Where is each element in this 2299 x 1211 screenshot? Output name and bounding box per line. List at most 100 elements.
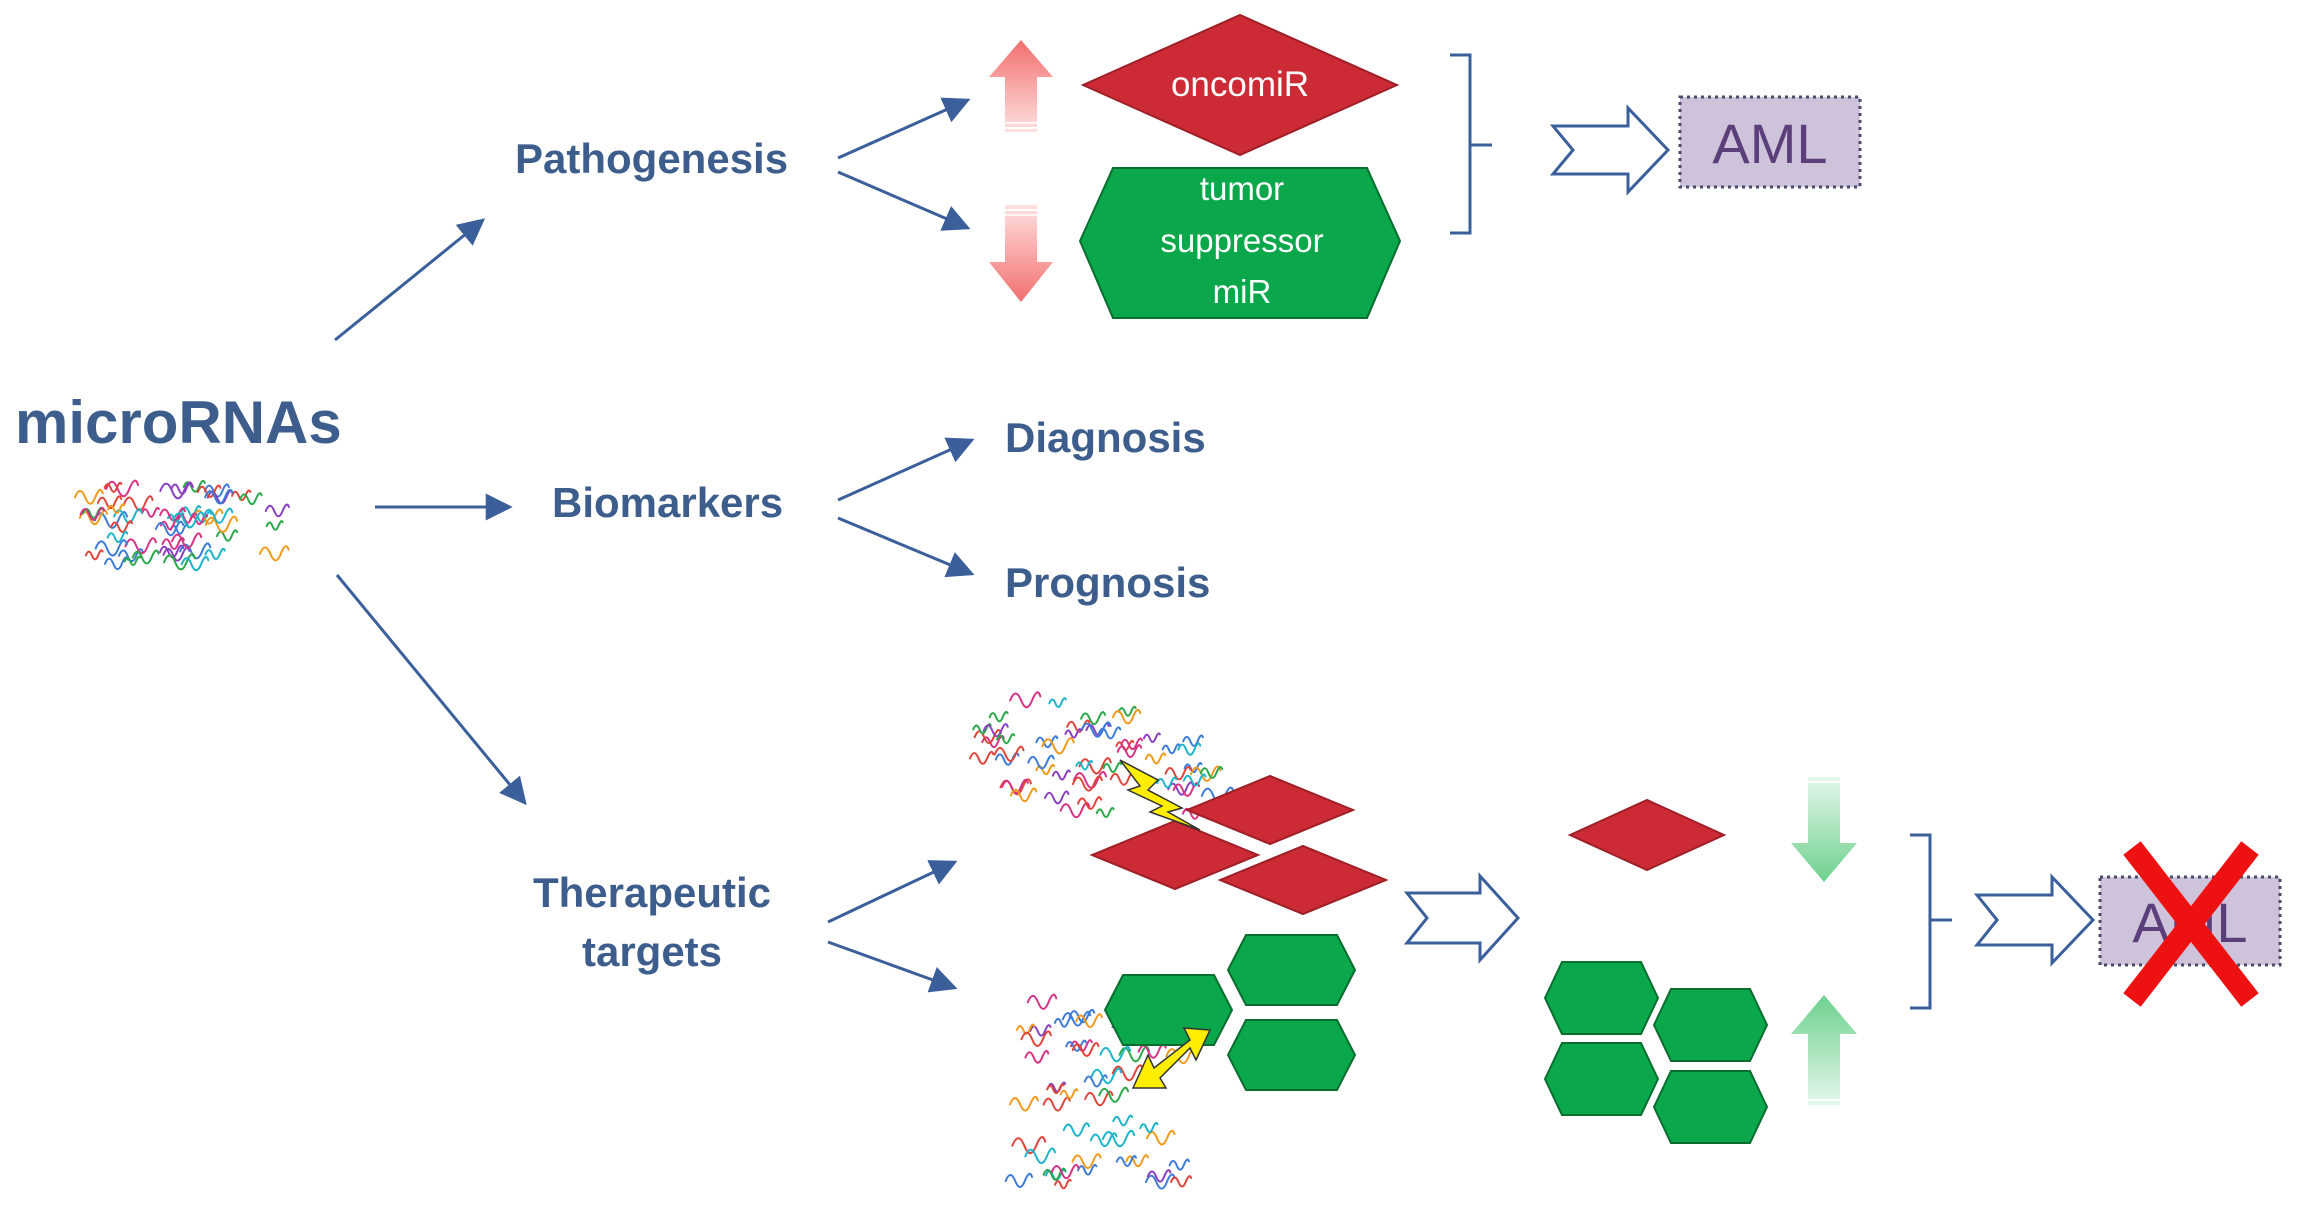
mirna-squiggle bbox=[196, 484, 222, 498]
pathogenesis-label: Pathogenesis bbox=[515, 135, 788, 182]
mirna-squiggle bbox=[1170, 1175, 1193, 1188]
mirna-squiggle bbox=[231, 489, 252, 502]
mirna-squiggle bbox=[988, 710, 1009, 723]
mirna-squiggle bbox=[1071, 1042, 1100, 1057]
mirna-squiggle bbox=[1101, 1129, 1136, 1148]
mirna-squiggle bbox=[106, 530, 129, 543]
mirna-squiggle bbox=[204, 515, 239, 533]
mirna-squiggle bbox=[1172, 782, 1201, 797]
green-down-arrow-icon bbox=[1791, 777, 1857, 882]
bracket-top bbox=[1450, 53, 1492, 235]
oncomir-diamond bbox=[1080, 13, 1400, 157]
mirna-squiggle bbox=[1168, 1158, 1191, 1171]
mirna-squiggle bbox=[1146, 1169, 1172, 1183]
mirna-squiggle bbox=[203, 483, 230, 498]
mirna-squiggle bbox=[1084, 1090, 1114, 1107]
mirna-squiggle bbox=[215, 529, 239, 542]
suppressor-label-line1: tumor bbox=[1200, 170, 1284, 207]
mirna-squiggle bbox=[239, 492, 263, 506]
mirna-squiggle bbox=[1020, 1030, 1052, 1047]
therapeutic-label-line2: targets bbox=[582, 928, 722, 975]
mirna-squiggle bbox=[1009, 1095, 1039, 1112]
mirna-squiggle bbox=[1048, 697, 1067, 708]
mirna-squiggle bbox=[1077, 1163, 1098, 1176]
arrow-to-prognosis bbox=[837, 516, 975, 578]
mirna-squiggle bbox=[1065, 1039, 1087, 1052]
suppressor-hexagon-result-3 bbox=[1543, 1042, 1660, 1116]
suppressor-hexagon-result-1 bbox=[1543, 961, 1660, 1035]
mirna-squiggle bbox=[1075, 1013, 1103, 1029]
mirna-squiggle bbox=[105, 479, 140, 498]
mirna-squiggle bbox=[1080, 721, 1112, 738]
mirna-squiggle bbox=[123, 555, 142, 566]
mirna-squiggle bbox=[1050, 1163, 1080, 1180]
mirna-squiggle bbox=[1111, 708, 1142, 725]
arrow-to-pathogenesis bbox=[334, 218, 486, 342]
mirna-squiggle bbox=[1182, 734, 1204, 747]
oncomir-diamond-therapy-3 bbox=[1217, 844, 1389, 916]
mirna-squiggle bbox=[204, 547, 226, 560]
mirna-squiggle bbox=[1046, 1083, 1065, 1095]
prognosis-label: Prognosis bbox=[1005, 559, 1210, 606]
mirna-squiggle bbox=[159, 481, 194, 500]
mirna-squiggle bbox=[1015, 1023, 1036, 1035]
mirna-squiggle bbox=[1095, 806, 1115, 818]
mirna-squiggle bbox=[1144, 1173, 1176, 1190]
mirna-squiggle bbox=[1026, 993, 1058, 1010]
mirna-squiggle bbox=[192, 508, 224, 525]
aml-box-bottom bbox=[2098, 875, 2282, 967]
mirna-squiggle bbox=[94, 539, 128, 557]
mirna-squiggle bbox=[1004, 1172, 1033, 1188]
mirna-squiggle bbox=[1062, 1122, 1090, 1137]
mirna-squiggle bbox=[1068, 1008, 1096, 1024]
mirna-squiggle bbox=[1167, 781, 1194, 796]
mirna-squiggle bbox=[84, 549, 104, 561]
upregulation-arrow-icon bbox=[989, 40, 1053, 132]
outline-arrow-bottom-icon bbox=[1973, 873, 2096, 967]
mirna-squiggle bbox=[131, 549, 160, 565]
mirna-squiggle bbox=[1115, 1155, 1137, 1168]
mirna-squiggle bbox=[1099, 1045, 1132, 1063]
arrow-to-therapeutic bbox=[335, 574, 527, 806]
suppressor-label-line2: suppressor bbox=[1160, 222, 1323, 259]
mirna-squiggle bbox=[1043, 790, 1070, 805]
mirna-squiggle bbox=[1098, 1086, 1130, 1103]
mirna-squiggle bbox=[1066, 719, 1091, 733]
oncomir-label: oncomiR bbox=[1171, 65, 1309, 104]
mirna-squiggle bbox=[202, 507, 234, 524]
mirna-squiggle bbox=[1090, 1067, 1123, 1085]
mirna-cluster-upper-icon bbox=[969, 691, 1235, 820]
mirna-squiggle bbox=[1083, 1074, 1108, 1088]
mirna-squiggle bbox=[1116, 744, 1143, 759]
suppressor-hexagon-therapy-2 bbox=[1103, 974, 1234, 1046]
mirna-squiggle bbox=[1112, 1114, 1134, 1127]
suppressor-hexagon-result-4 bbox=[1652, 1070, 1769, 1144]
aml-box-top bbox=[1678, 95, 1862, 189]
aml-label-top: AML bbox=[1712, 112, 1827, 175]
mirna-squiggle bbox=[1078, 757, 1112, 775]
outline-arrow-middle-icon bbox=[1403, 872, 1521, 964]
mirna-squiggle bbox=[1164, 765, 1192, 781]
mirna-squiggle bbox=[1059, 802, 1091, 819]
mirna-squiggle bbox=[1102, 761, 1123, 774]
mirna-squiggle bbox=[1035, 735, 1059, 749]
suppressor-label-line3: miR bbox=[1213, 273, 1272, 310]
mirna-squiggle bbox=[1071, 775, 1103, 792]
biomarkers-label: Biomarkers bbox=[552, 479, 783, 526]
oncomir-diamond-result bbox=[1567, 798, 1727, 872]
red-cross-icon bbox=[2123, 841, 2259, 1007]
mirna-squiggle bbox=[259, 545, 290, 562]
mirna-squiggle bbox=[170, 482, 193, 495]
mirna-squiggle bbox=[154, 520, 185, 537]
arrow-to-suppressor bbox=[837, 170, 971, 231]
mirna-squiggle bbox=[982, 723, 1009, 738]
mirna-squiggle bbox=[1145, 1129, 1176, 1146]
mirna-squiggle bbox=[182, 479, 206, 493]
mirna-squiggle bbox=[1009, 691, 1042, 709]
mirna-squiggle bbox=[103, 481, 123, 493]
mirna-squiggle bbox=[103, 556, 130, 571]
mirna-squiggle bbox=[93, 511, 128, 529]
mirna-squiggle bbox=[1111, 1064, 1144, 1082]
mirna-squiggle bbox=[1161, 743, 1181, 755]
